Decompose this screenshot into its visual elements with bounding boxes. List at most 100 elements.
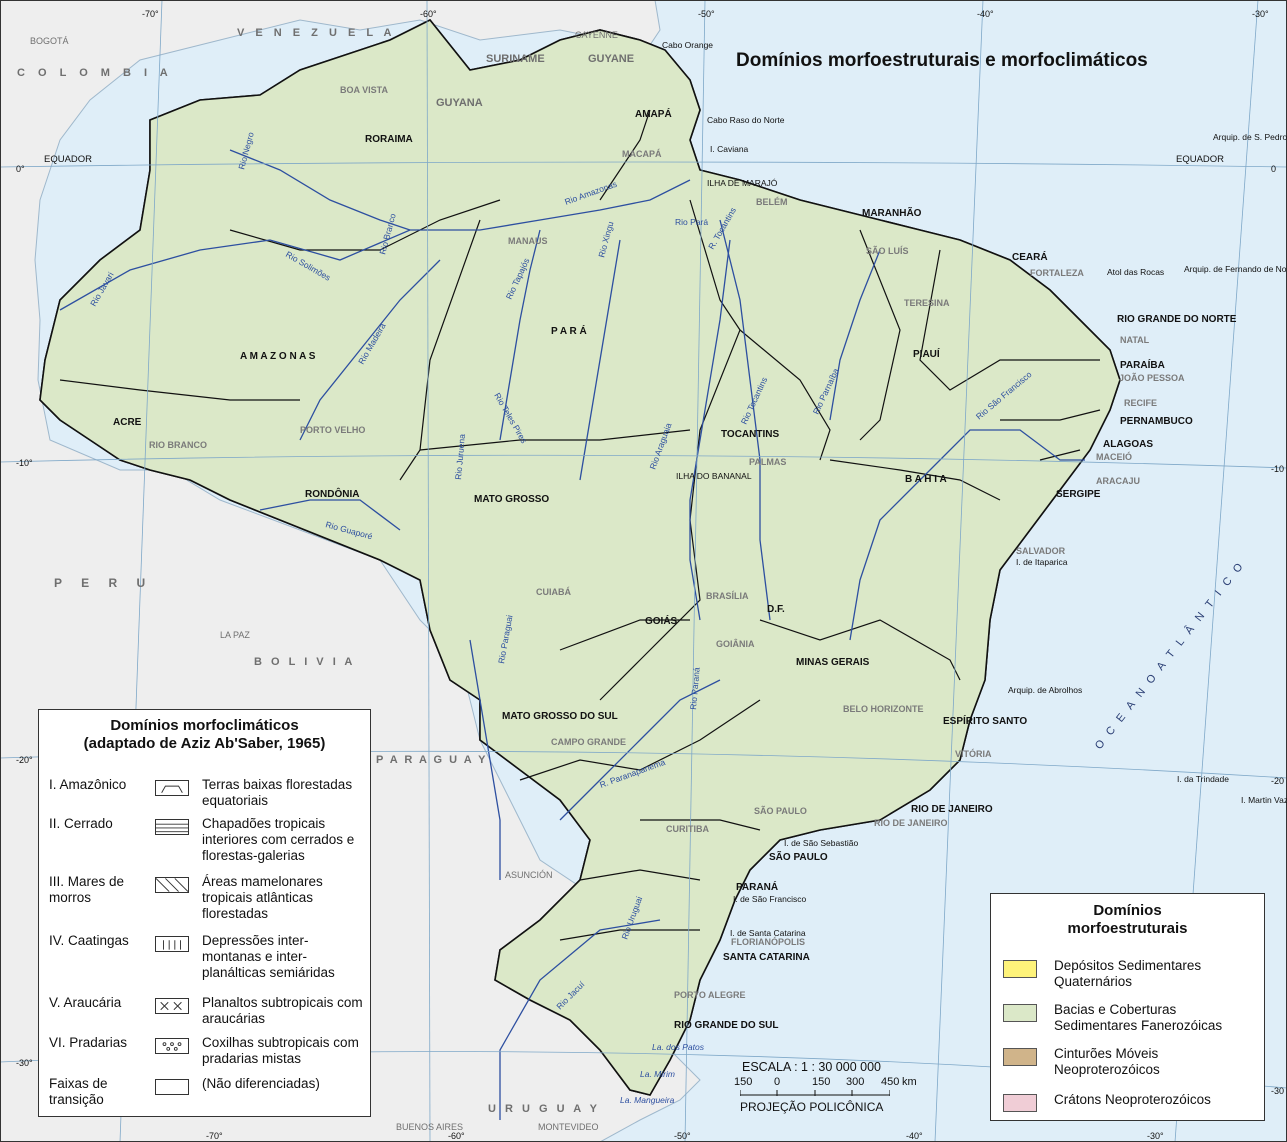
legend-struct-item-desc: Crátons Neoproterozóicos [1054, 1092, 1211, 1107]
lon-top-label: -50° [698, 9, 715, 19]
legend-struct-swatch [1003, 1094, 1037, 1112]
foreign-capital-label: BUENOS AIRES [396, 1122, 463, 1132]
country-label: C O L O M B I A [17, 67, 173, 79]
state-label: ACRE [113, 417, 142, 428]
lon-bottom-label: -40° [906, 1131, 923, 1141]
legend-climatic-swatch [155, 877, 189, 893]
scale-label: ESCALA : 1 : 30 000 000 [742, 1060, 881, 1074]
capital-label: PORTO VELHO [300, 425, 365, 435]
capital-label: JOÃO PESSOA [1119, 373, 1185, 383]
capital-label: SALVADOR [1016, 546, 1066, 556]
state-label: MINAS GERAIS [796, 657, 870, 668]
place-label: I. Caviana [710, 144, 749, 154]
place-label: I. de Itaparica [1016, 557, 1068, 567]
state-label: PERNAMBUCO [1120, 416, 1193, 427]
river-negro [229, 149, 411, 231]
foreign-capital-label: ASUNCIÓN [505, 870, 553, 880]
lon-top-label: -40° [977, 9, 994, 19]
capital-label: RIO BRANCO [149, 440, 207, 450]
lon-bottom-label: -30° [1147, 1131, 1164, 1141]
lat-right-label: -30 [1271, 1086, 1284, 1096]
state-label: B A H I A [905, 474, 947, 485]
place-label: I. de São Sebastião [784, 838, 858, 848]
place-label: La. Mangueira [620, 1095, 675, 1105]
capital-label: TERESINA [904, 298, 950, 308]
lon-bottom-label: -50° [674, 1131, 691, 1141]
legend-struct-swatch [1003, 960, 1037, 978]
capital-label: SÃO LUÍS [866, 246, 909, 256]
state-label: ESPÍRITO SANTO [943, 714, 1027, 727]
capital-label: BRASÍLIA [706, 591, 749, 601]
country-label: SURINAME [486, 53, 545, 65]
place-label: I. Martin Vaz [1241, 795, 1287, 805]
river-guapore [259, 499, 401, 531]
river-label: Rio Paraná [688, 667, 702, 711]
legend-struct-item-desc: Cinturões Móveis Neoproterozóicos [1054, 1046, 1160, 1077]
capital-label: GOIÂNIA [716, 638, 755, 649]
scale-tick-label: 0 [774, 1076, 781, 1088]
capital-label: NATAL [1120, 335, 1150, 345]
river-label: Rio Pará [675, 217, 708, 227]
legend-struct-swatch [1003, 1048, 1037, 1066]
foreign-capital-label: MONTEVIDEO [538, 1122, 599, 1132]
scale-projection: PROJEÇÃO POLICÔNICA [740, 1100, 884, 1114]
lat-right-label: 0 [1271, 164, 1276, 174]
capital-label: MACEIÓ [1096, 451, 1132, 462]
river-araguaia [689, 239, 731, 621]
state-label: ALAGOAS [1103, 439, 1153, 450]
capital-label: FLORIANÓPOLIS [731, 936, 805, 947]
river-tocantins [719, 219, 771, 621]
river-uruguai [499, 919, 661, 1120]
place-label: Atol das Rocas [1107, 267, 1164, 277]
lat-left-label: -30° [16, 1058, 33, 1068]
legend-struct-item-desc: Bacias e Coberturas Sedimentares Faneroz… [1054, 1002, 1223, 1033]
place-label: Arquip. de Fernando de Noronha [1184, 264, 1287, 274]
equator-label: EQUADOR [1176, 154, 1224, 165]
state-label: RIO DE JANEIRO [911, 804, 993, 815]
country-label: GUYANE [588, 53, 634, 65]
legend-climatic-item-desc: Coxilhas subtropicais com pradarias mist… [202, 1035, 359, 1066]
state-label: RIO GRANDE DO NORTE [1117, 314, 1237, 325]
scale-tick-label: 150 [812, 1076, 831, 1088]
legend-climatic-swatch [155, 780, 189, 796]
scale-tick-label: 150 [734, 1076, 753, 1088]
capital-label: CUIABÁ [536, 587, 571, 597]
capital-label: BELÉM [756, 197, 788, 207]
lon-top-label: -30° [1252, 9, 1269, 19]
country-label: B O L I V I A [254, 656, 355, 668]
scale-bar [740, 1090, 890, 1096]
place-label: Arquip. de S. Pedro e S. Paulo [1213, 132, 1287, 142]
country-label: V E N E Z U E L A [237, 27, 395, 39]
legend-struct-title-line1: Domínios [1093, 902, 1162, 919]
legend-climatic-swatch [155, 998, 189, 1014]
lat-right-label: -20 [1271, 776, 1284, 786]
lon-top-label: -70° [142, 9, 159, 19]
state-label: AMAPÁ [635, 107, 672, 120]
lat-left-label: -10° [16, 458, 33, 468]
country-label: P E R U [54, 576, 153, 590]
legend-struct-swatch [1003, 1004, 1037, 1022]
place-label: Cabo Raso do Norte [707, 115, 785, 125]
legend-climatic-item-desc: Terras baixas florestadas equatoriais [202, 777, 353, 808]
place-label: La. Mirim [640, 1069, 675, 1079]
lat-right-label: -10 [1271, 464, 1284, 474]
river-madeira [299, 259, 441, 441]
legend-climatic-item-name: V. Araucária [49, 995, 122, 1010]
legend-climatic-title-line1: Domínios morfoclimáticos [110, 717, 299, 734]
state-label: RIO GRANDE DO SUL [674, 1020, 778, 1031]
place-label: I. de São Francisco [733, 894, 807, 904]
place-label: ILHA DO BANANAL [676, 471, 752, 481]
capital-label: CURITIBA [666, 824, 709, 834]
foreign-capital-label: CAYENNE [575, 30, 618, 40]
capital-label: PORTO ALEGRE [674, 990, 746, 1000]
scale-tick-label: 450 [881, 1076, 900, 1088]
legend-climatic-item-name: I. Amazônico [49, 777, 127, 792]
capital-label: SÃO PAULO [754, 806, 807, 816]
foreign-capital-label: LA PAZ [220, 630, 250, 640]
legend-climatic-item-name: Faixas de transição [49, 1076, 108, 1107]
capital-label: BOA VISTA [340, 85, 389, 95]
legend-climatic-item-name: II. Cerrado [49, 816, 113, 831]
place-label: La. dos Patos [652, 1042, 705, 1052]
lat-left-label: -20° [16, 755, 33, 765]
